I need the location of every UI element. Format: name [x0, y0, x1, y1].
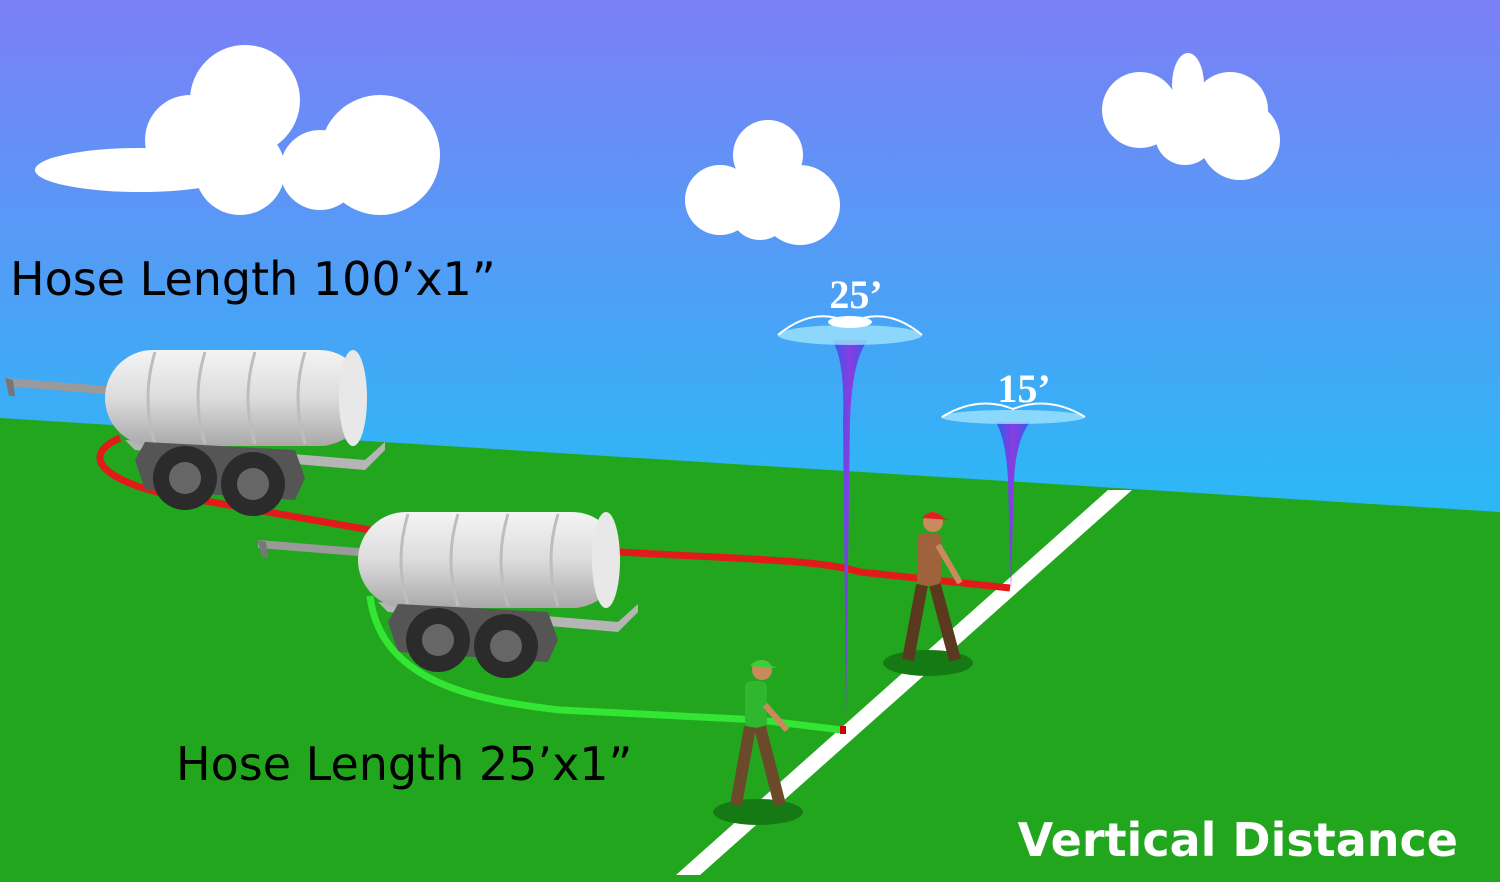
- height-label-25ft: 25’: [829, 272, 882, 317]
- cloud-left: [35, 45, 440, 215]
- long-hose: [96, 434, 1011, 592]
- worker-red-cap: [883, 512, 973, 676]
- vertical-distance-label: Vertical Distance: [1018, 813, 1458, 867]
- vertical-distance-line: [676, 490, 1132, 875]
- height-label-15ft: 15’: [997, 366, 1050, 411]
- water-jet-15ft: [941, 402, 1086, 590]
- long-hose-label: Hose Length 100’x1”: [10, 252, 496, 306]
- short-hose-label: Hose Length 25’x1”: [176, 737, 632, 791]
- short-hose: [366, 595, 843, 734]
- worker-green-cap: [713, 660, 803, 825]
- cloud-right: [1102, 53, 1280, 180]
- cloud-middle: [685, 120, 840, 245]
- water-jet-25ft: [777, 315, 923, 720]
